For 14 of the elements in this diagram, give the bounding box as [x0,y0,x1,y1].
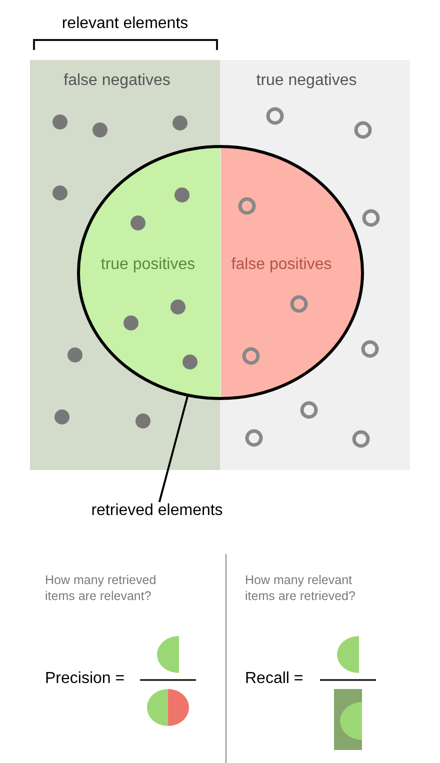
callout-text: retrieved elements [91,502,223,520]
question-text: How many relevant items are retrieved? [245,572,356,604]
region-label: false positives [231,256,332,274]
region-label: true positives [100,256,196,274]
bracket-label: relevant elements [62,15,188,33]
formula-label: Recall = [245,670,304,688]
region-label: true negatives [256,72,357,90]
region-label: false negatives [64,72,170,90]
formula-label: Precision = [45,670,125,688]
retrieved-relevant-half [77,145,220,400]
retrieved-irrelevant-half [220,145,364,400]
leader-line [158,394,189,502]
retrieved-ellipse [77,145,364,400]
question-text: How many retrieved items are relevant? [45,572,158,604]
